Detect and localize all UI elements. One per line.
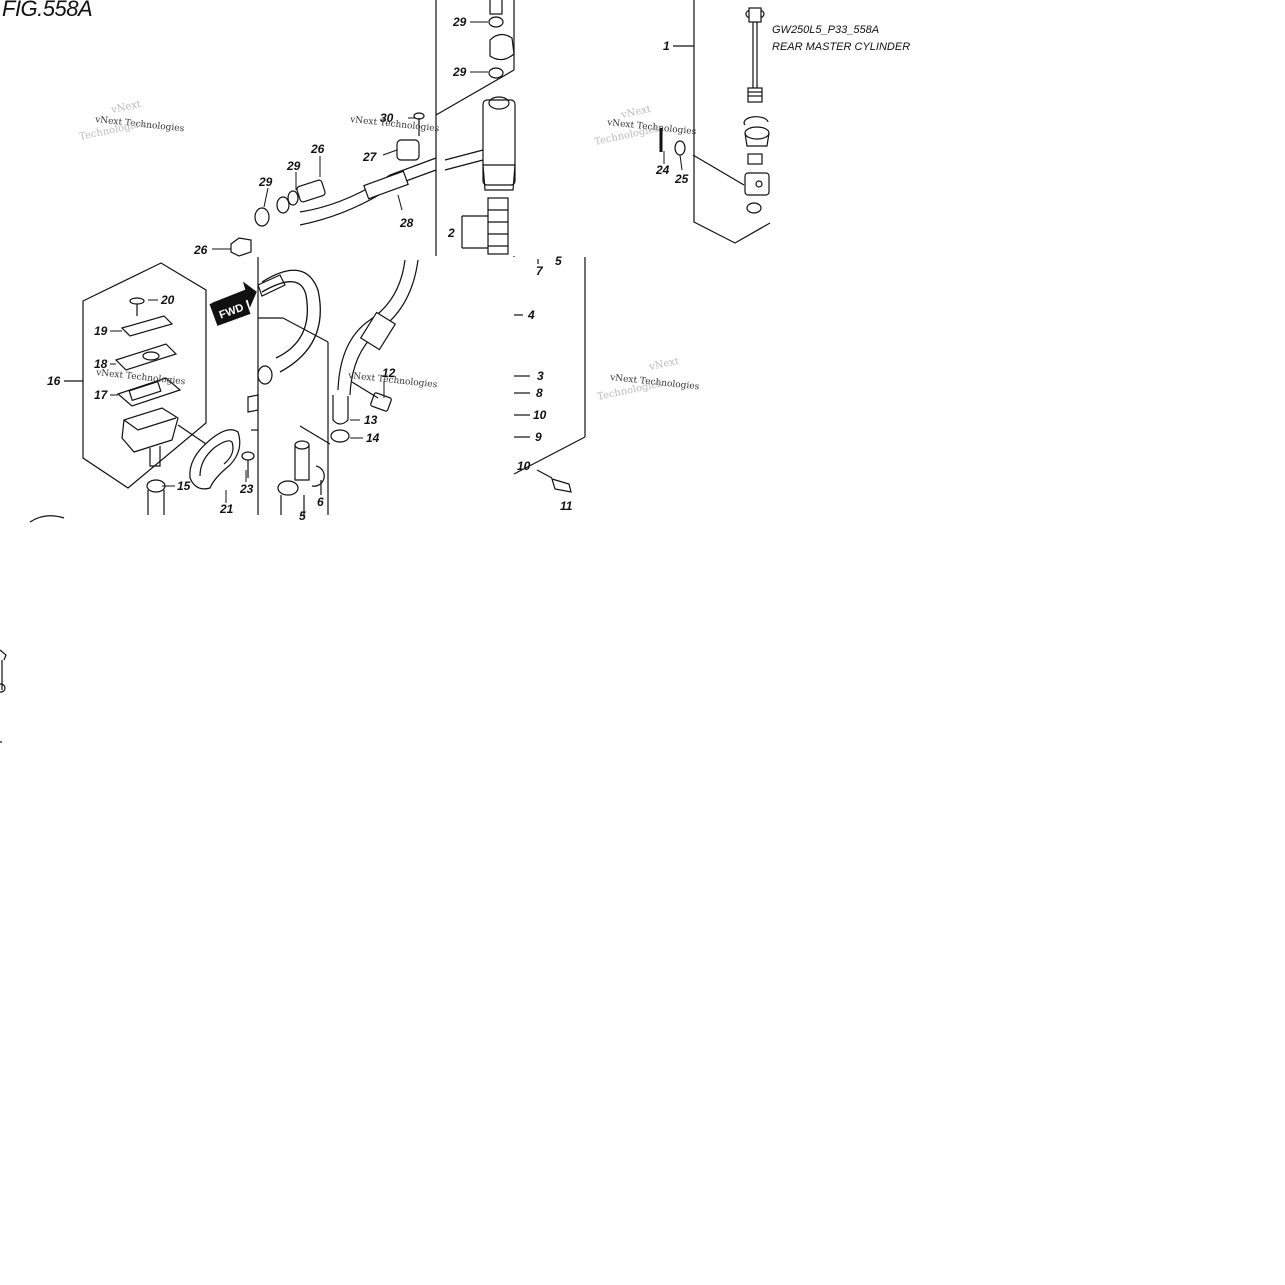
callout-7: 7 <box>536 264 544 278</box>
callout-24: 24 <box>655 163 670 177</box>
callout-14: 14 <box>366 431 380 445</box>
watermark-2: vNext Technologies <box>349 115 440 134</box>
callout-15: 15 <box>177 479 191 493</box>
callout-26: 26 <box>193 243 208 257</box>
callout-20: 20 <box>160 293 175 307</box>
callout-23: 23 <box>239 482 254 496</box>
figure-title: FIG.558A <box>2 0 93 21</box>
callout-13: 13 <box>364 413 378 427</box>
leader-lines <box>110 21 683 503</box>
callout-18: 18 <box>94 357 108 371</box>
callout-1: 1 <box>663 39 670 53</box>
svg-text:vNext: vNext <box>647 356 680 373</box>
margin-fragment <box>0 649 7 743</box>
callout-10: 10 <box>533 408 547 422</box>
callout-10: 10 <box>517 459 531 473</box>
callout-25: 25 <box>674 172 689 186</box>
watermark-4: vNext Technologies <box>95 368 186 387</box>
callout-30: 30 <box>380 111 394 125</box>
figure-subtitle: REAR MASTER CYLINDER <box>772 41 911 53</box>
fwd-arrow <box>209 281 257 326</box>
callout-3: 3 <box>537 369 544 383</box>
callout-19: 19 <box>94 324 108 338</box>
pushrod-group <box>659 0 771 244</box>
callout-12: 12 <box>382 366 396 380</box>
callout-17: 17 <box>94 388 109 402</box>
svg-text:vNext: vNext <box>619 104 652 121</box>
callout-29: 29 <box>258 175 273 189</box>
callout-29: 29 <box>286 159 301 173</box>
callout-28: 28 <box>399 216 414 230</box>
figure-info: GW250L5_P33_558A REAR MASTER CYLINDER <box>772 22 910 56</box>
upper-hose-group <box>230 0 516 257</box>
callout-27: 27 <box>362 150 378 164</box>
callout-26: 26 <box>310 142 325 156</box>
callout-4: 4 <box>527 308 535 322</box>
watermarks: vNext vNext Technologies Technologies vN… <box>78 99 700 403</box>
callout-11: 11 <box>560 499 573 513</box>
callout-6: 6 <box>317 495 324 509</box>
middle-hose-group <box>247 257 586 515</box>
figure-code: GW250L5_P33_558A <box>772 24 880 36</box>
callout-21: 21 <box>219 502 234 516</box>
svg-text:vNext: vNext <box>109 99 142 116</box>
group-frame-right <box>693 0 771 244</box>
callout-29: 29 <box>452 65 467 79</box>
reservoir-group <box>29 262 255 523</box>
callout-labels: 29 29 1 30 27 26 29 29 28 2 26 24 25 5 7… <box>47 15 689 523</box>
callout-16: 16 <box>47 374 61 388</box>
callout-2: 2 <box>447 226 455 240</box>
callout-5: 5 <box>299 509 306 523</box>
reservoir-frame <box>82 262 207 489</box>
callout-5: 5 <box>555 254 562 268</box>
callout-29: 29 <box>452 15 467 29</box>
callout-9: 9 <box>535 430 542 444</box>
callout-8: 8 <box>536 386 543 400</box>
